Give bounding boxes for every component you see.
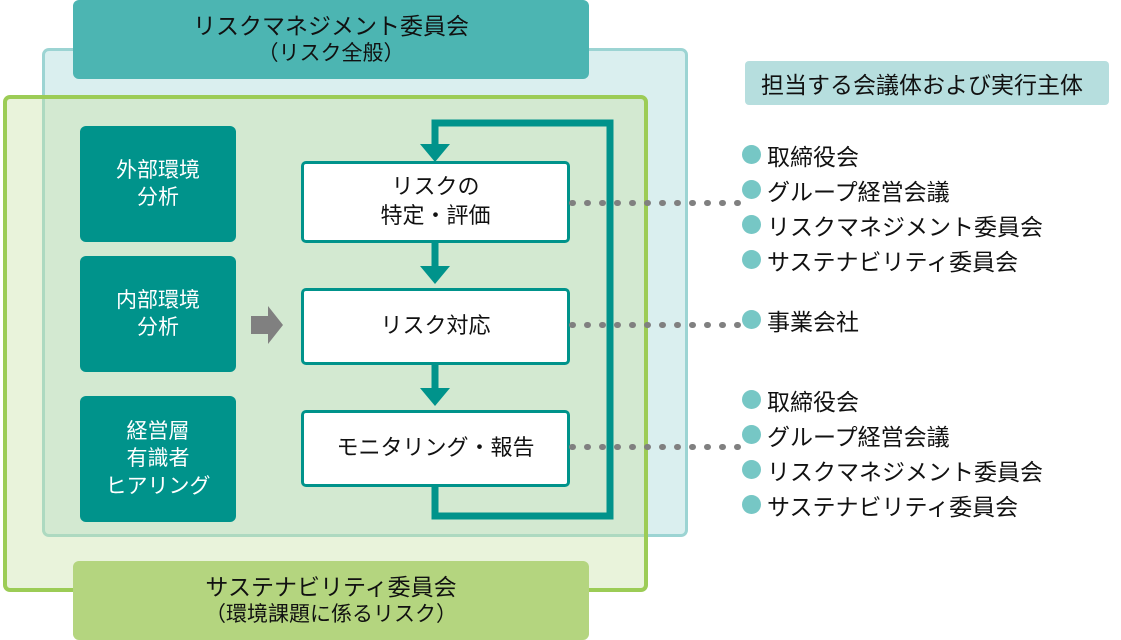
list-item: サステナビリティ委員会	[742, 242, 1043, 277]
input-box-line: 分析	[137, 186, 179, 209]
responsible-bodies-group-monitoring: 取締役会 グループ経営会議 リスクマネジメント委員会 サステナビリティ委員会	[742, 382, 1043, 522]
list-item-label: 取締役会	[767, 143, 859, 170]
process-box-monitoring-report: モニタリング・報告	[301, 410, 570, 487]
process-box-risk-response: リスク対応	[301, 288, 570, 365]
list-item: 取締役会	[742, 382, 1043, 417]
list-item-label: リスクマネジメント委員会	[767, 213, 1043, 240]
right-arrow-icon	[251, 306, 283, 344]
list-item-label: 事業会社	[767, 308, 859, 335]
sustainability-committee-title: サステナビリティ委員会	[205, 574, 457, 600]
bullet-dot-icon	[742, 495, 761, 514]
input-box-line: 有識者	[126, 447, 190, 471]
process-box-line: モニタリング・報告	[336, 435, 535, 461]
risk-management-committee-title: リスクマネジメント委員会	[193, 13, 469, 39]
bullet-dot-icon	[742, 460, 761, 479]
bullet-dot-icon	[742, 425, 761, 444]
list-item-label: グループ経営会議	[767, 178, 950, 205]
bullet-dot-icon	[742, 215, 761, 234]
bullet-dot-icon	[742, 250, 761, 269]
list-item: グループ経営会議	[742, 172, 1043, 207]
bullet-dot-icon	[742, 310, 761, 329]
process-box-line: リスク対応	[380, 313, 491, 339]
input-box-line: 内部環境	[116, 288, 200, 312]
process-box-line: リスクの	[391, 174, 480, 200]
risk-management-committee-banner: リスクマネジメント委員会 （リスク全般）	[73, 0, 589, 79]
list-item: グループ経営会議	[742, 417, 1043, 452]
responsible-bodies-header: 担当する会議体および実行主体	[745, 61, 1109, 105]
list-item-label: 取締役会	[767, 388, 859, 415]
bullet-dot-icon	[742, 180, 761, 199]
list-item-label: グループ経営会議	[767, 423, 950, 450]
list-item-label: サステナビリティ委員会	[767, 248, 1019, 275]
list-item: サステナビリティ委員会	[742, 487, 1043, 522]
responsible-bodies-group-response: 事業会社	[742, 302, 859, 337]
bullet-dot-icon	[742, 145, 761, 164]
input-box-external-environment: 外部環境 分析	[80, 126, 236, 242]
sustainability-committee-banner: サステナビリティ委員会 （環境課題に係るリスク）	[73, 561, 589, 640]
process-box-line: 特定・評価	[380, 203, 491, 228]
sustainability-committee-subtitle: （環境課題に係るリスク）	[205, 602, 457, 626]
input-box-line: 外部環境	[116, 158, 200, 182]
list-item: 事業会社	[742, 302, 859, 337]
input-box-management-hearing: 経営層 有識者 ヒアリング	[80, 396, 236, 522]
responsible-bodies-header-label: 担当する会議体および実行主体	[761, 72, 1083, 98]
process-box-risk-identification: リスクの 特定・評価	[301, 161, 570, 243]
input-box-line: 経営層	[126, 420, 190, 444]
bullet-dot-icon	[742, 390, 761, 409]
list-item-label: リスクマネジメント委員会	[767, 458, 1043, 485]
input-box-line: 分析	[137, 316, 179, 339]
responsible-bodies-group-identification: 取締役会 グループ経営会議 リスクマネジメント委員会 サステナビリティ委員会	[742, 137, 1043, 277]
risk-management-committee-subtitle: （リスク全般）	[257, 41, 405, 65]
list-item: リスクマネジメント委員会	[742, 207, 1043, 242]
list-item: リスクマネジメント委員会	[742, 452, 1043, 487]
list-item: 取締役会	[742, 137, 1043, 172]
list-item-label: サステナビリティ委員会	[767, 493, 1019, 520]
input-box-line: ヒアリング	[105, 474, 211, 498]
input-box-internal-environment: 内部環境 分析	[80, 256, 236, 372]
